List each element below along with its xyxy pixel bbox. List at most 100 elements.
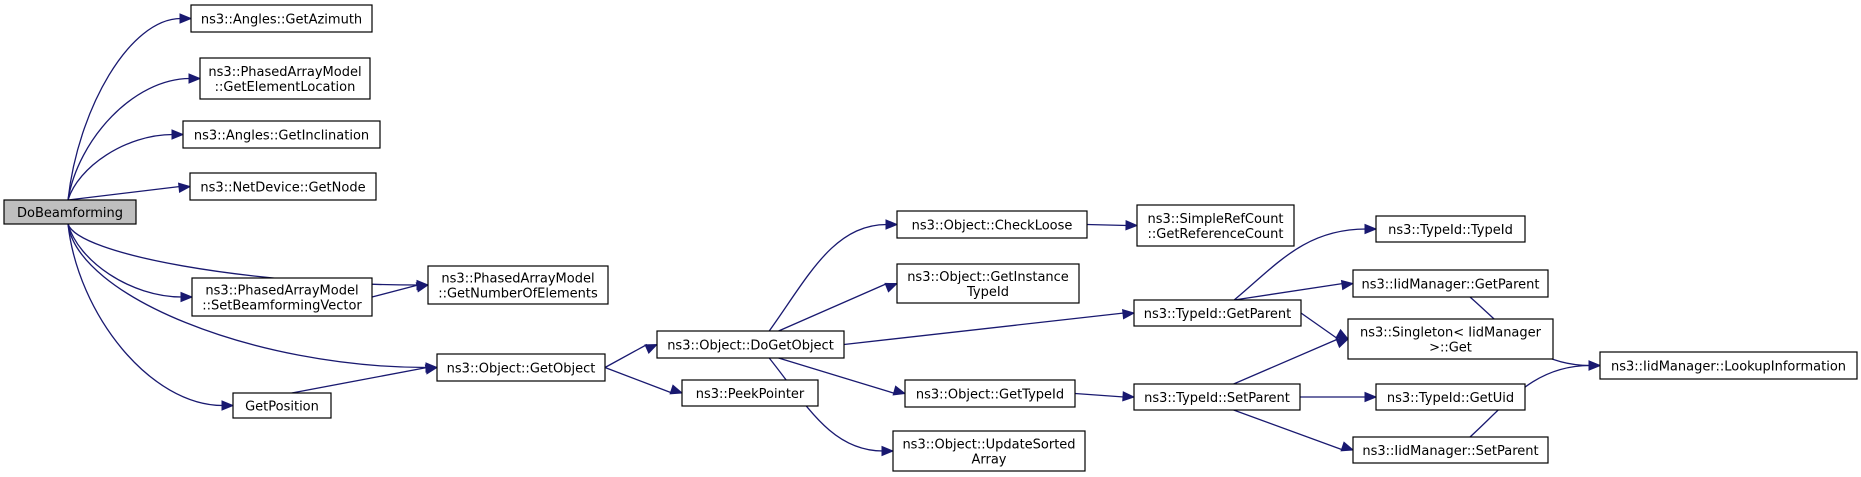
node-label: ns3::Angles::GetAzimuth [201,13,362,28]
edge-getObject-to-peekPointer [604,366,673,394]
node-singletonGet[interactable]: ns3::Singleton< IidManager >::Get [1347,318,1554,360]
edge-root-getAzimuth-arrowhead [179,13,193,24]
edge-typeIdSetParent-singletonGet-arrowhead [1335,338,1350,349]
edge-getPosition-to-getObject [291,366,428,394]
edge-root-getInclination-arrowhead [171,129,185,140]
node-box [3,199,137,225]
edge-typeIdGetParent-to-typeIdTypeId [1233,228,1367,301]
node-box [1136,204,1295,247]
edge-root-setBeamformingVector-arrowhead [180,291,194,303]
edge-typeIdGetParent-singletonGet-arrowhead [1335,328,1350,340]
edge-getObject-to-doGetObject [604,343,648,369]
node-label: ns3::Object::GetTypeId [916,388,1064,403]
node-label: ns3::Object::UpdateSorted [902,438,1075,453]
node-getInclination[interactable]: ns3::Angles::GetInclination [182,120,381,149]
edge-doGetObject-getInstanceTypeId-arrowhead [884,282,899,293]
node-iidSetParent[interactable]: ns3::IidManager::SetParent [1352,436,1549,464]
edge-doGetObject-to-typeIdGetParent [843,312,1125,346]
node-label: ::GetElementLocation [215,80,356,95]
node-box [681,379,819,407]
node-label: ns3::PhasedArrayModel [205,284,358,299]
node-box [1599,351,1858,380]
edge-typeIdGetParent-to-singletonGet [1300,312,1339,340]
node-label: ns3::Object::GetObject [447,362,596,377]
edge-iidSetParent-lookupInformation-arrowhead [1588,360,1602,371]
node-doGetObject[interactable]: ns3::Object::DoGetObject [656,330,845,359]
node-typeIdTypeId[interactable]: ns3::TypeId::TypeId [1375,215,1526,243]
node-box [896,210,1088,239]
edge-root-to-getNode [67,185,181,201]
node-label: GetPosition [245,400,319,415]
node-label: ns3::PhasedArrayModel [441,272,594,287]
edge-doGetObject-updateSortedArray-arrowhead [881,445,895,457]
edge-typeIdSetParent-to-iidSetParent [1233,409,1344,451]
node-peekPointer[interactable]: ns3::PeekPointer [681,379,819,407]
node-getElementLocation[interactable]: ns3::PhasedArrayModel::GetElementLocatio… [199,57,371,100]
edge-setBeamformingVector-getNumberOfElements-arrowhead [415,282,430,293]
edge-root-to-setBeamformingVector [67,223,183,298]
node-root: DoBeamforming [3,199,137,225]
node-label: ns3::PeekPointer [696,387,805,402]
node-box [1375,383,1526,411]
edge-doGetObject-typeIdGetParent-arrowhead [1122,309,1136,320]
edge-checkLoose-getReferenceCount-arrowhead [1125,220,1139,231]
edge-typeIdSetParent-to-singletonGet [1233,338,1339,385]
edge-typeIdGetParent-typeIdTypeId-arrowhead [1364,223,1378,235]
node-iidGetParent[interactable]: ns3::IidManager::GetParent [1352,269,1549,298]
edge-root-getNode-arrowhead [177,182,192,193]
node-label: ns3::Singleton< IidManager [1360,326,1542,341]
edge-doGetObject-to-getTypeId [778,357,896,395]
node-getObject[interactable]: ns3::Object::GetObject [436,353,606,382]
node-label: ns3::Object::GetInstance [907,270,1069,285]
edge-typeIdGetParent-iidGetParent-arrowhead [1340,279,1355,291]
node-box [904,379,1076,408]
node-getNode[interactable]: ns3::NetDevice::GetNode [189,172,377,201]
node-typeIdSetParent[interactable]: ns3::TypeId::SetParent [1133,383,1301,411]
node-getAzimuth[interactable]: ns3::Angles::GetAzimuth [190,4,373,33]
node-getUid[interactable]: ns3::TypeId::GetUid [1375,383,1526,411]
edge-doGetObject-getTypeId-arrowhead [892,385,907,396]
node-box [427,265,609,305]
edge-root-to-getNumberOfElements [67,223,419,286]
edge-getPosition-getObject-arrowhead [424,364,439,375]
edge-root-getPosition-arrowhead [221,400,235,411]
node-lookupInformation[interactable]: ns3::IidManager::LookupInformation [1599,351,1858,380]
node-label: ns3::PhasedArrayModel [208,65,361,80]
node-box [896,263,1080,304]
node-box [1347,318,1554,360]
node-getNumberOfElements[interactable]: ns3::PhasedArrayModel::GetNumberOfElemen… [427,265,609,305]
node-label: ::GetNumberOfElements [438,287,598,302]
edge-root-to-getObject [67,223,428,369]
node-checkLoose[interactable]: ns3::Object::CheckLoose [896,210,1088,239]
node-label: ns3::IidManager::SetParent [1362,444,1538,459]
node-label: Array [971,453,1006,468]
node-label: ns3::Object::CheckLoose [912,219,1073,234]
node-label: ns3::TypeId::GetUid [1387,391,1514,406]
node-typeIdGetParent[interactable]: ns3::TypeId::GetParent [1133,299,1302,327]
node-label: ::SetBeamformingVector [202,299,362,314]
node-getTypeId[interactable]: ns3::Object::GetTypeId [904,379,1076,408]
edge-getTypeId-to-typeIdSetParent [1074,392,1125,398]
node-box [191,277,373,317]
node-getPosition[interactable]: GetPosition [232,392,332,419]
node-label: ns3::TypeId::TypeId [1388,223,1513,238]
node-label: ns3::IidManager::GetParent [1361,278,1539,293]
node-label: ns3::Object::DoGetObject [667,339,834,354]
node-box [1133,299,1302,327]
node-box [232,392,332,419]
node-label: ns3::TypeId::SetParent [1144,391,1290,406]
node-box [199,57,371,100]
edge-getObject-peekPointer-arrowhead [669,384,684,395]
edge-getObject-doGetObject-arrowhead [644,343,659,354]
edge-doGetObject-checkLoose-arrowhead [885,219,899,230]
edge-root-to-getAzimuth [67,17,182,201]
node-box [190,4,373,33]
edge-typeIdGetParent-to-iidGetParent [1234,282,1344,301]
node-setBeamformingVector[interactable]: ns3::PhasedArrayModel::SetBeamformingVec… [191,277,373,317]
node-getReferenceCount[interactable]: ns3::SimpleRefCount::GetReferenceCount [1136,204,1295,247]
node-label: >::Get [1429,341,1472,356]
edge-root-to-getPosition [67,223,224,407]
node-label: TypeId [966,285,1009,300]
